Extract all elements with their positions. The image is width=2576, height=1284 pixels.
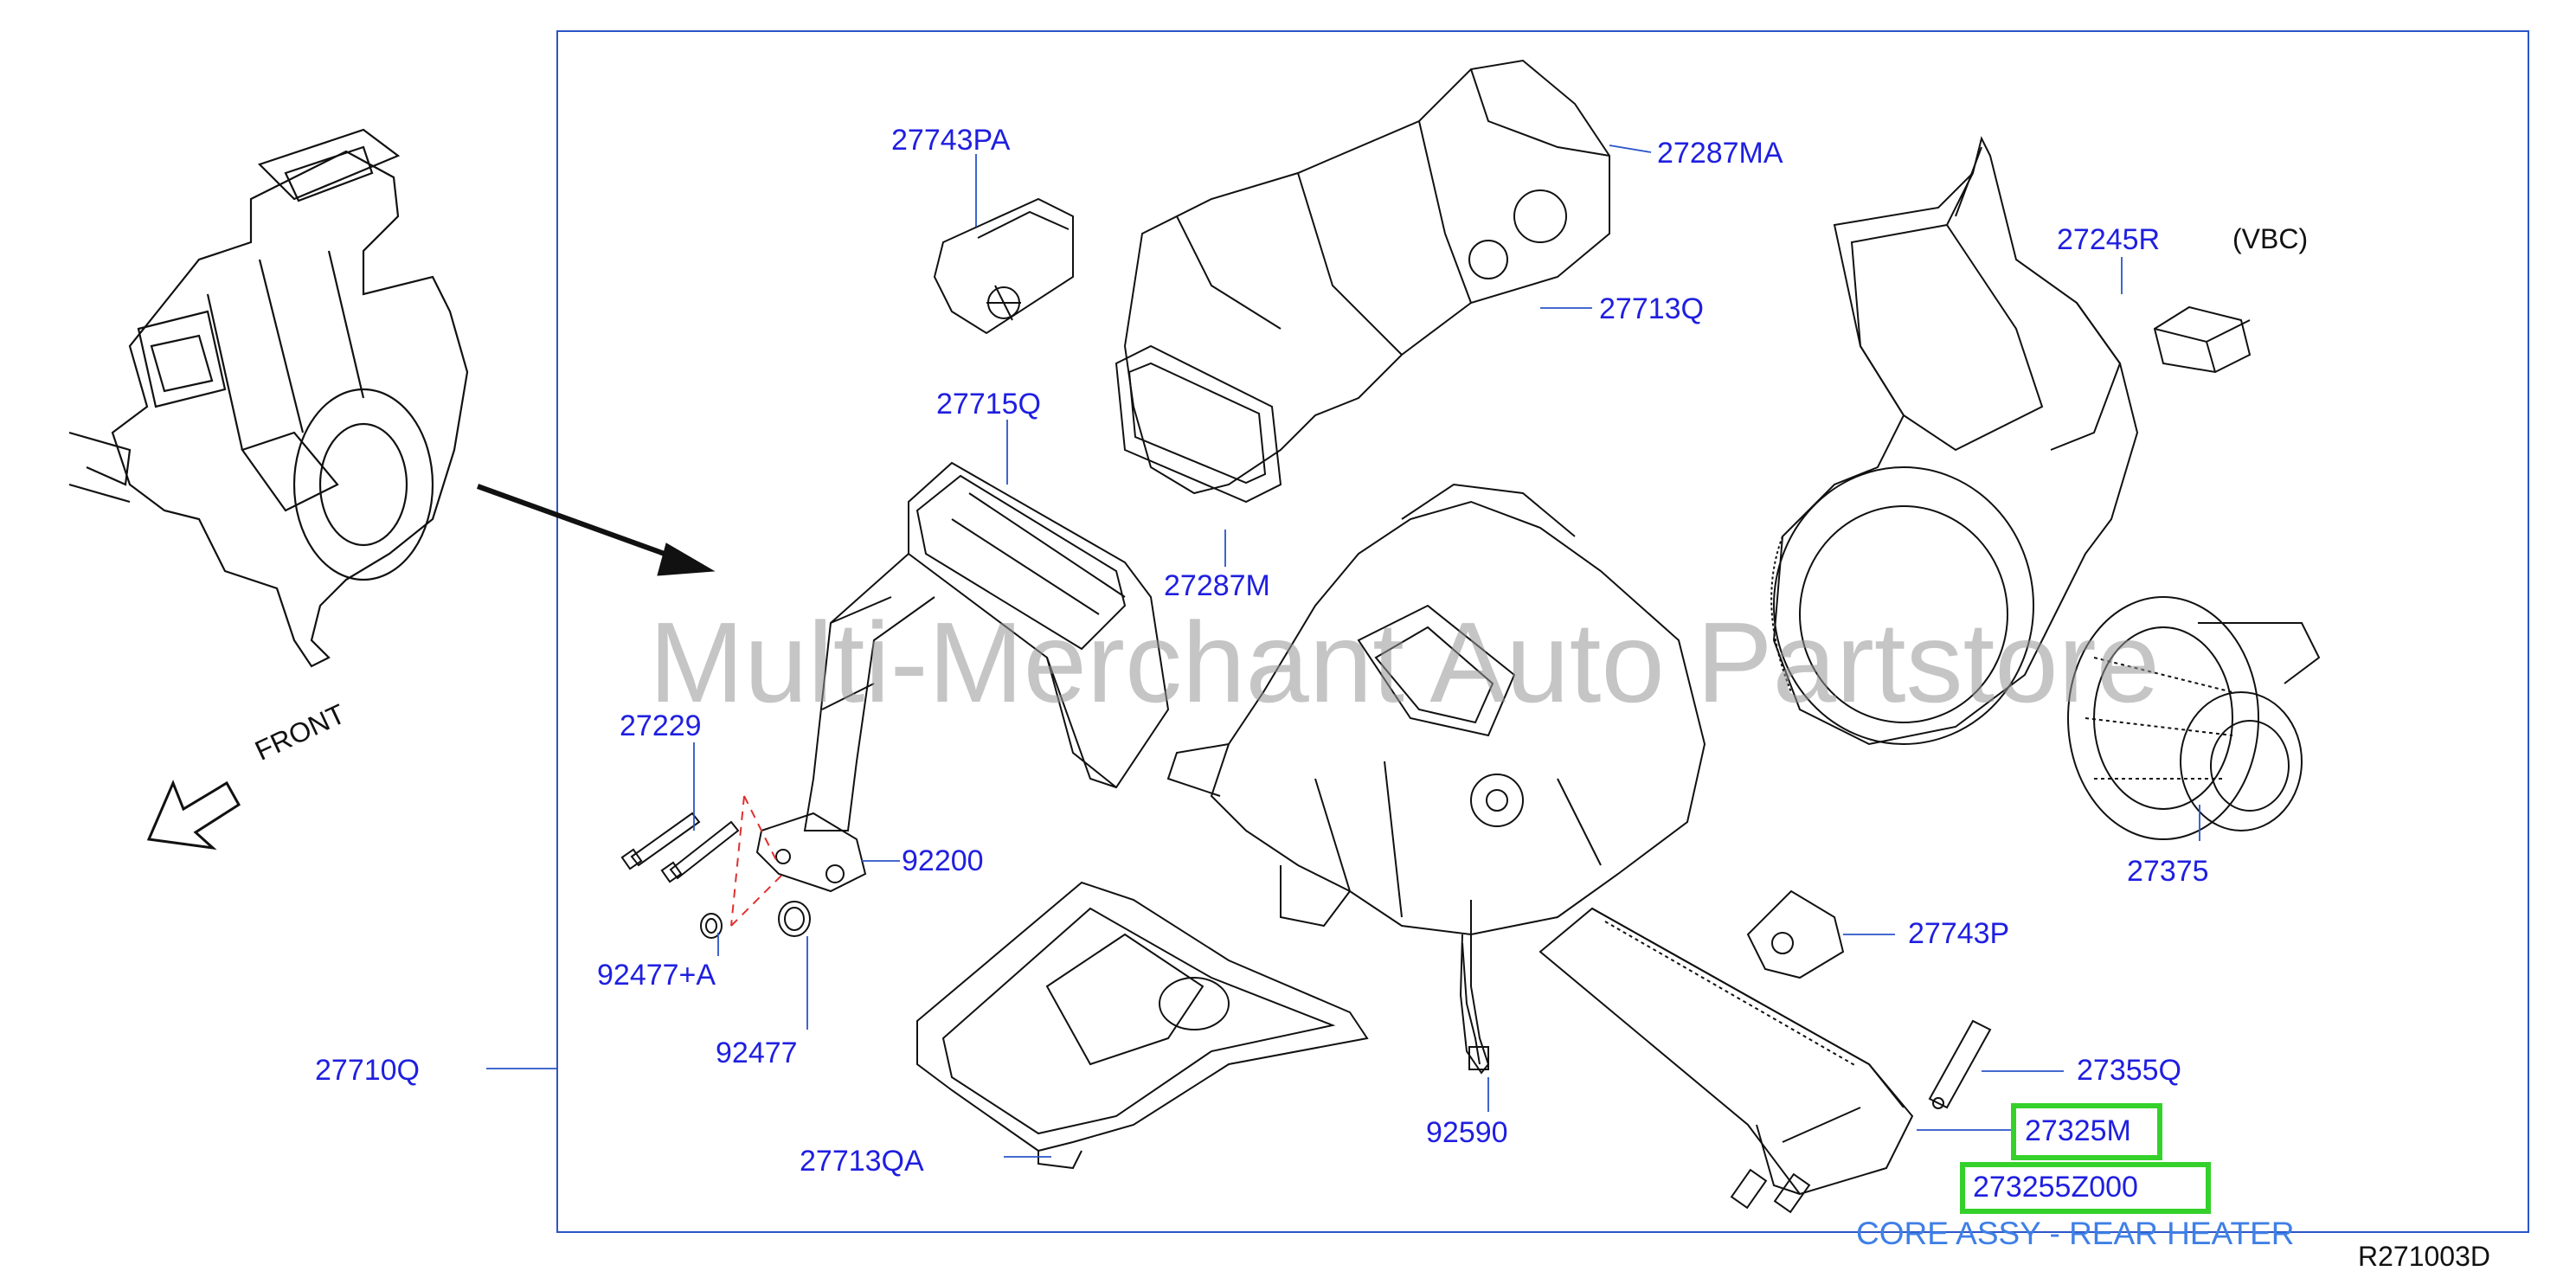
blower-housing <box>1770 136 2139 746</box>
overview-housing-illustration <box>68 128 469 668</box>
watermark: Multi-Merchant Auto Partstore <box>649 599 2161 726</box>
part-label-27713qa[interactable]: 27713QA <box>800 1145 924 1178</box>
part-label-27743pa[interactable]: 27743PA <box>891 124 1011 157</box>
expansion-valve-92200 <box>755 812 867 893</box>
selected-part-alt-highlight <box>1960 1162 2211 1214</box>
part-label-273255z000[interactable]: 273255Z000 <box>1973 1171 2138 1204</box>
part-label-92477[interactable]: 92477 <box>716 1037 798 1069</box>
part-label-27710q[interactable]: 27710Q <box>315 1054 420 1087</box>
part-label-27245r[interactable]: 27245R <box>2057 223 2161 256</box>
part-label-27375[interactable]: 27375 <box>2127 855 2209 888</box>
blower-motor-27375 <box>2067 596 2321 840</box>
diagram-code: R271003D <box>2358 1241 2490 1272</box>
part-label-92200[interactable]: 92200 <box>902 844 984 877</box>
relay-27245r <box>2153 305 2252 374</box>
direction-arrow <box>476 484 716 576</box>
variant-note: (VBC) <box>2232 223 2309 254</box>
bolts-27229 <box>620 812 740 883</box>
drain-hose-92590 <box>1461 942 1489 1070</box>
actuator-27743p <box>1746 889 1845 979</box>
front-arrow-icon <box>146 780 241 851</box>
part-label-27355q[interactable]: 27355Q <box>2077 1054 2181 1087</box>
part-label-27743p[interactable]: 27743P <box>1908 917 2010 950</box>
part-label-27287ma[interactable]: 27287MA <box>1657 137 1783 170</box>
sensor-27355q <box>1928 1019 1992 1109</box>
o-rings <box>700 901 811 939</box>
part-label-27713q[interactable]: 27713Q <box>1599 292 1704 325</box>
dashed-guide-line <box>730 795 784 927</box>
part-label-92477-a[interactable]: 92477+A <box>597 959 716 992</box>
part-label-27287m[interactable]: 27287M <box>1164 569 1270 602</box>
lower-case-27713qa <box>916 881 1369 1170</box>
leader-lines <box>486 144 2200 1158</box>
part-label-92590[interactable]: 92590 <box>1426 1116 1508 1149</box>
part-label-27229[interactable]: 27229 <box>620 709 702 742</box>
heater-core-27325m <box>1539 907 1914 1214</box>
part-label-27715q[interactable]: 27715Q <box>936 388 1041 421</box>
selected-part-name: CORE ASSY - REAR HEATER <box>1856 1216 2295 1251</box>
selected-part-highlight <box>2011 1103 2162 1160</box>
duct-27287ma <box>1115 59 1610 504</box>
part-label-27325m[interactable]: 27325M <box>2025 1114 2131 1147</box>
actuator-27743pa <box>933 197 1074 335</box>
diagram-frame <box>556 30 2529 1233</box>
core-27715q <box>803 461 1170 831</box>
heater-unit-27710q <box>1166 483 1706 1075</box>
